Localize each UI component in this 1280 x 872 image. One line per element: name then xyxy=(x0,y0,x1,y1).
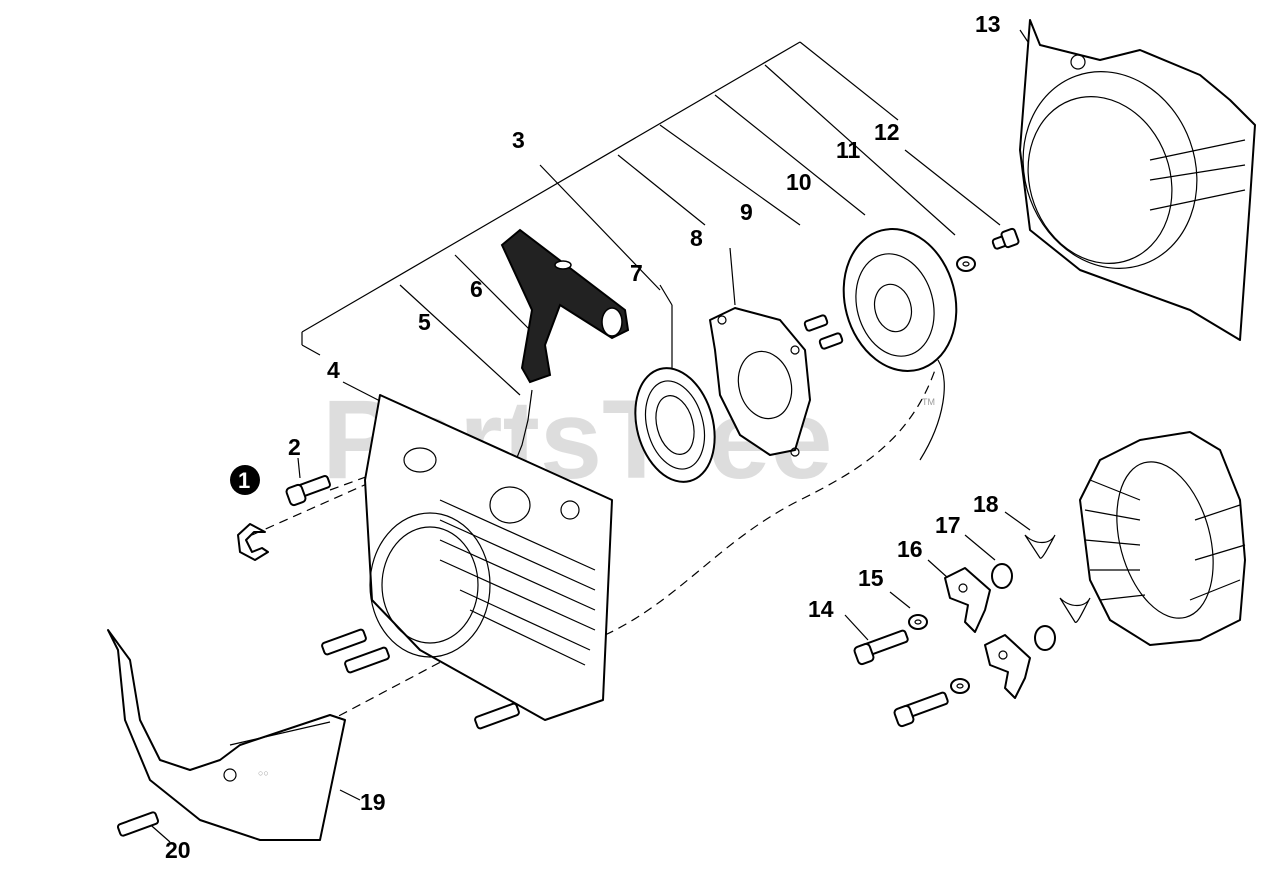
screw-12 xyxy=(991,227,1020,250)
label-20: 20 xyxy=(165,837,191,863)
starter-grip-6 xyxy=(500,228,630,384)
label-9: 9 xyxy=(740,199,753,225)
assembly-bracket xyxy=(301,41,899,356)
sleeves-17 xyxy=(991,563,1056,651)
starter-cover-4 xyxy=(364,394,613,721)
label-6: 6 xyxy=(470,276,483,302)
label-8: 8 xyxy=(690,225,703,251)
fan-housing-13 xyxy=(1019,19,1256,341)
label-14: 14 xyxy=(808,596,834,622)
label-12: 12 xyxy=(874,119,900,145)
label-16: 16 xyxy=(897,536,923,562)
label-15: 15 xyxy=(858,565,884,591)
flywheel xyxy=(1079,431,1246,646)
rope-pulley-10 xyxy=(842,228,958,461)
guard-19: ○○ xyxy=(107,629,346,841)
leader-lines xyxy=(144,29,1033,843)
cover-screws xyxy=(321,628,520,730)
label-13: 13 xyxy=(975,11,1001,37)
svg-text:○○: ○○ xyxy=(258,768,269,778)
washer-11 xyxy=(956,256,976,272)
retaining-clip xyxy=(237,523,269,561)
screw-2 xyxy=(285,475,331,507)
rewind-spring-7 xyxy=(634,367,716,483)
label-17: 17 xyxy=(935,512,961,538)
callout-label: 1 xyxy=(238,468,250,493)
watermark-trademark: TM xyxy=(922,397,935,407)
label-2: 2 xyxy=(288,434,301,460)
screws-14 xyxy=(853,629,949,728)
springs-18 xyxy=(1024,534,1091,623)
screws-9 xyxy=(803,314,844,350)
part-number-labels: 2 3 4 5 6 7 8 9 10 11 12 13 14 15 16 17 … xyxy=(165,11,1001,863)
label-5: 5 xyxy=(418,309,431,335)
pawls-16 xyxy=(944,567,1031,699)
screw-20 xyxy=(116,811,160,837)
label-7: 7 xyxy=(630,260,643,286)
label-18: 18 xyxy=(973,491,999,517)
spring-housing-8 xyxy=(709,307,811,457)
label-11: 11 xyxy=(836,137,861,163)
reference-callout: 1 xyxy=(230,465,260,495)
label-19: 19 xyxy=(360,789,386,815)
label-3: 3 xyxy=(512,127,525,153)
label-10: 10 xyxy=(786,169,812,195)
label-4: 4 xyxy=(327,357,340,383)
washers-15 xyxy=(908,614,970,694)
